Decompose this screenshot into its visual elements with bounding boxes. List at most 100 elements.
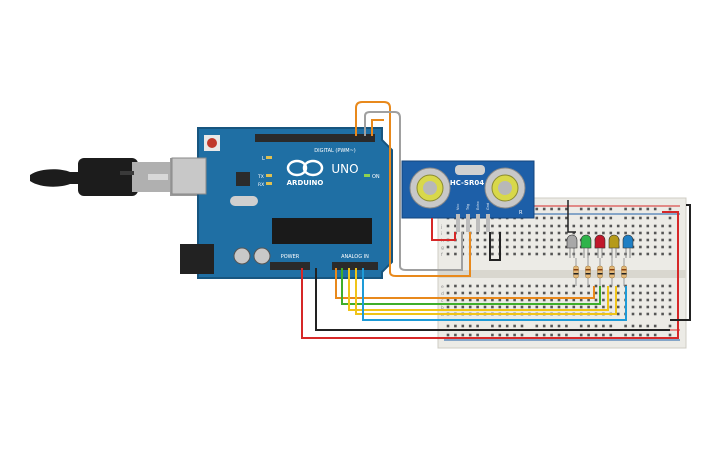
breadboard-hole [476,252,479,256]
breadboard-hole [491,298,494,302]
breadboard-hole [609,298,613,302]
breadboard-hole [550,298,553,302]
breadboard-hole [483,238,487,242]
breadboard-hole [631,231,635,235]
breadboard-hole [587,252,590,256]
breadboard-hole [668,291,672,295]
breadboard-hole [602,224,605,228]
breadboard-hole [565,231,568,235]
breadboard-hole [565,238,568,242]
breadboard-hole [602,231,605,235]
breadboard-hole [594,333,598,337]
microcontroller-chip [272,218,372,244]
breadboard-hole [624,224,627,228]
breadboard-hole [535,245,539,249]
breadboard-hole [446,231,450,235]
breadboard-hole [572,231,576,235]
breadboard-hole [668,333,672,337]
breadboard-hole [550,231,553,235]
breadboard-hole [639,333,642,337]
breadboard-hole [616,252,620,256]
breadboard-hole [476,238,479,242]
breadboard-hole [542,238,546,242]
breadboard-hole [513,231,516,235]
breadboard-hole [565,305,568,309]
breadboard-hole [535,298,539,302]
capacitor [233,247,251,265]
breadboard-hole [609,231,613,235]
breadboard-hole [653,216,657,220]
breadboard-hole [639,298,642,302]
breadboard-hole [505,298,509,302]
sensor-gnd-wire [489,232,501,261]
power-pins-label: POWER [281,254,300,260]
breadboard-hole [653,305,657,309]
breadboard-hole [520,224,524,228]
breadboard-hole [594,284,598,288]
breadboard-hole [520,291,524,295]
usb-port [171,157,207,195]
breadboard-hole [550,245,553,249]
breadboard-hole [454,324,457,328]
breadboard-hole [528,305,531,309]
breadboard-hole [520,238,524,242]
sensor-corner-label: R [519,210,523,216]
reset-button [207,138,217,148]
breadboard-hole [550,333,553,337]
breadboard-hole [565,291,568,295]
breadboard-hole [616,231,620,235]
digital-header [255,134,375,142]
breadboard-hole [631,216,635,220]
breadboard-hole [550,291,553,295]
breadboard-hole [668,298,672,302]
breadboard-hole [468,224,472,228]
breadboard-hole [520,252,524,256]
sensor-pin [476,214,480,232]
breadboard-hole [542,207,546,211]
breadboard-hole [624,231,627,235]
breadboard-hole [528,291,531,295]
breadboard-row-letter: e [441,285,444,290]
breadboard-hole [476,298,479,302]
sensor-pin-label: Trig [466,204,470,211]
breadboard-hole [639,291,642,295]
breadboard-hole [624,324,627,328]
breadboard-hole [513,291,516,295]
breadboard-hole [609,207,613,211]
breadboard-hole [528,298,531,302]
breadboard-hole [542,333,546,337]
sensor-label: HC-SR04 [450,179,484,187]
breadboard-hole [454,291,457,295]
breadboard-hole [579,216,583,220]
breadboard-hole [476,305,479,309]
breadboard-hole [468,305,472,309]
breadboard-hole [491,238,494,242]
breadboard-hole [535,284,539,288]
sensor-pin [456,214,460,232]
breadboard-hole [505,333,509,337]
breadboard-hole [505,305,509,309]
breadboard-hole [550,224,553,228]
breadboard-hole [535,224,539,228]
breadboard-hole [624,333,627,337]
breadboard-hole [535,207,539,211]
breadboard-hole [557,252,561,256]
breadboard-hole [572,284,576,288]
breadboard-hole [542,216,546,220]
breadboard-hole [468,333,472,337]
breadboard-hole [579,252,583,256]
breadboard-hole [572,298,576,302]
breadboard-hole [446,298,450,302]
breadboard-hole [639,207,642,211]
breadboard-hole [631,291,635,295]
resistor [585,265,591,279]
breadboard-hole [609,324,613,328]
sensor-pin-label: Echo [476,202,480,211]
breadboard-hole [602,298,605,302]
breadboard-hole [639,252,642,256]
breadboard-hole [653,231,657,235]
resistor-band [573,273,579,275]
breadboard-hole [557,324,561,328]
sensor-pin [466,214,470,232]
